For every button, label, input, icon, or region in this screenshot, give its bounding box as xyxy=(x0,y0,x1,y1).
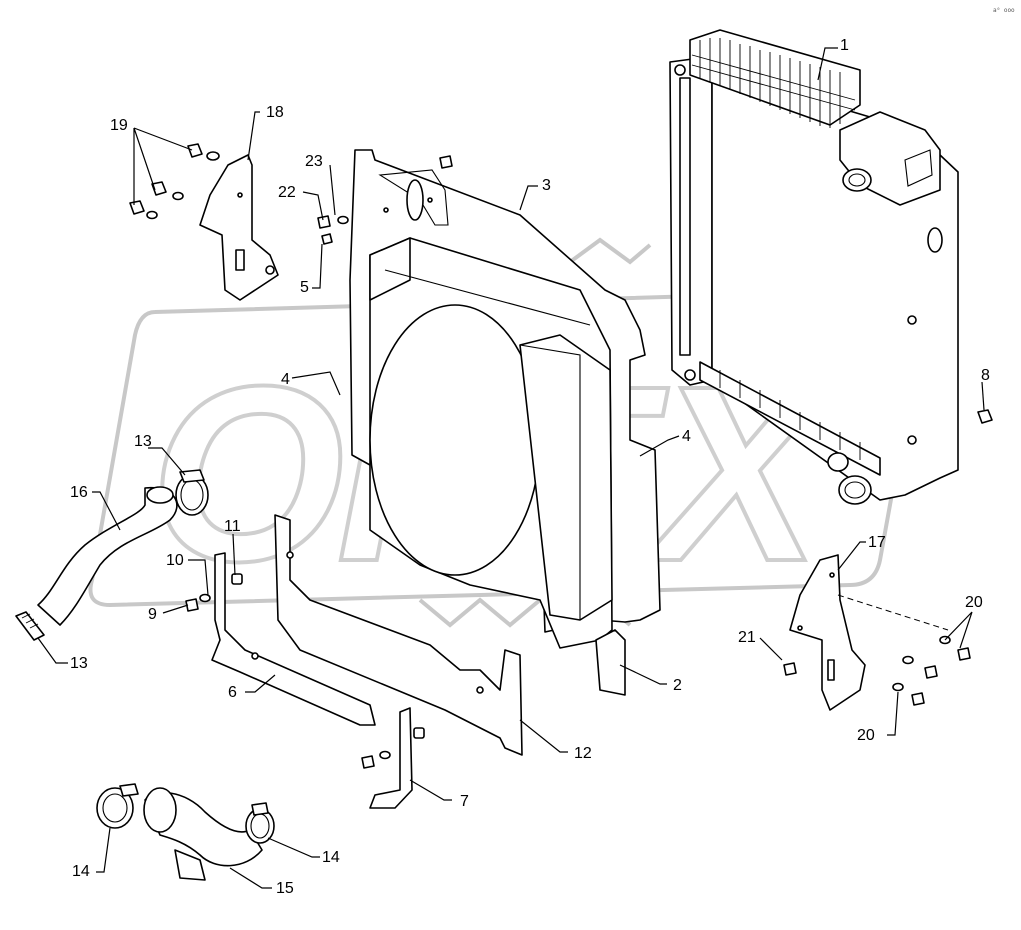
callout-19: 19 xyxy=(110,117,128,134)
callout-11: 11 xyxy=(224,518,241,535)
callout-10: 10 xyxy=(166,552,184,569)
callout-15: 15 xyxy=(276,880,294,897)
bracket-7 xyxy=(361,707,425,809)
callout-13-lower: 13 xyxy=(70,655,88,672)
callout-4-left: 4 xyxy=(281,371,290,388)
callout-12: 12 xyxy=(574,745,592,762)
callout-13-upper: 13 xyxy=(134,433,152,450)
hose-15 xyxy=(143,787,263,881)
leader-lines xyxy=(37,47,985,889)
clamp-14-left xyxy=(96,783,139,829)
hardware-20-21 xyxy=(783,635,971,706)
radiator xyxy=(669,29,959,505)
callout-14-left: 14 xyxy=(72,863,90,880)
callout-16: 16 xyxy=(70,484,88,501)
callout-3: 3 xyxy=(542,177,551,194)
corner-mark: a⁰ ooo xyxy=(993,7,1015,14)
bolt-8 xyxy=(977,409,993,424)
callout-14-right: 14 xyxy=(322,849,340,866)
callout-23: 23 xyxy=(305,153,323,170)
callout-4-right: 4 xyxy=(682,428,691,445)
fan-shroud-ring xyxy=(369,237,613,649)
callout-2: 2 xyxy=(673,677,682,694)
clamp-13-upper xyxy=(175,469,209,516)
callout-9: 9 xyxy=(148,606,157,623)
callout-6: 6 xyxy=(228,684,237,701)
clamp-14-right xyxy=(245,802,275,844)
support-bracket-6 xyxy=(211,552,376,726)
clamp-13-lower xyxy=(15,611,45,641)
support-bracket-12 xyxy=(274,514,523,756)
callout-21: 21 xyxy=(738,629,756,646)
callout-20-lower: 20 xyxy=(857,727,875,744)
callout-7: 7 xyxy=(460,793,469,810)
callout-8: 8 xyxy=(981,367,990,384)
callout-22: 22 xyxy=(278,184,296,201)
hose-16 xyxy=(37,486,178,626)
callout-18: 18 xyxy=(266,104,284,121)
hardware-9-10-11 xyxy=(185,573,243,612)
bracket-17 xyxy=(789,554,949,711)
callout-20-upper: 20 xyxy=(965,594,983,611)
lower-block-2 xyxy=(595,629,626,696)
callout-17: 17 xyxy=(868,534,886,551)
callout-5: 5 xyxy=(300,279,309,296)
callout-1: 1 xyxy=(840,37,849,54)
callout-labels: 1 2 3 4 4 5 6 7 8 9 10 11 12 13 13 14 14… xyxy=(70,37,990,897)
top-hardware xyxy=(317,155,453,245)
left-upper-bracket xyxy=(199,154,279,301)
